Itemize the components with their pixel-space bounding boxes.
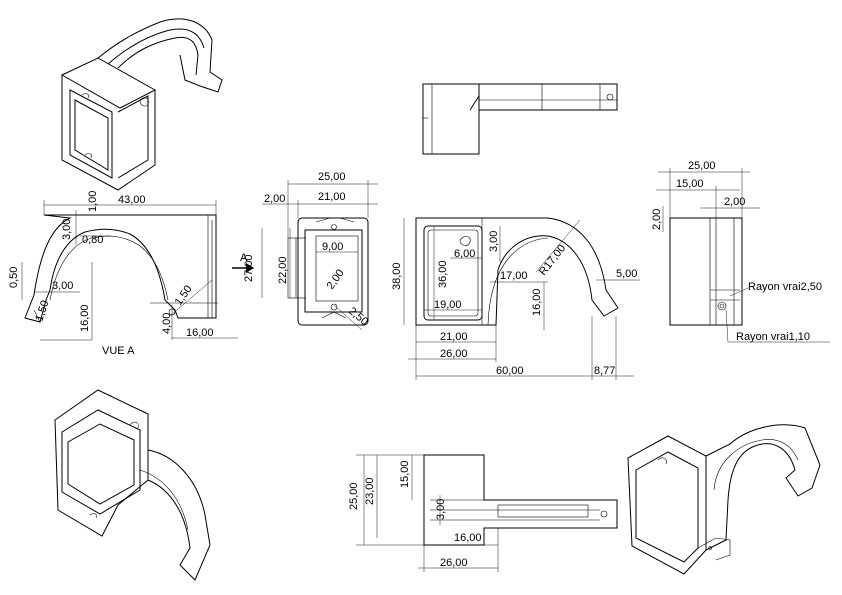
- dim-right-25: 25,00: [688, 160, 716, 172]
- dim-mid-21: 21,00: [318, 191, 346, 203]
- dim-front-r17: R17,00: [537, 242, 568, 277]
- dim-front-60: 60,00: [496, 365, 524, 377]
- top-view: [422, 83, 618, 155]
- dim-front-17: 17,00: [500, 270, 528, 282]
- dim-front-19: 19,00: [434, 299, 462, 311]
- dim-front-16: 16,00: [531, 288, 543, 316]
- dim-3b: 3,00: [52, 280, 73, 292]
- dim-bot-26: 26,00: [440, 557, 468, 569]
- dim-front-877: 8,77: [594, 365, 615, 377]
- vue-a-label: VUE A: [102, 345, 135, 357]
- note-rayon-vrai-2: Rayon vrai1,10: [736, 331, 810, 343]
- dim-front-21: 21,00: [440, 331, 468, 343]
- dim-4: 4,00: [161, 313, 173, 334]
- dim-080: 0,80: [82, 234, 103, 246]
- dim-mid-27: 27,00: [243, 254, 255, 282]
- section-marker-a: A: [240, 252, 248, 264]
- front-view: 38,00 36,00 6,00 3,00 R17,00 17,00 19,00…: [391, 217, 640, 380]
- dim-15: 1,50: [33, 299, 51, 323]
- dim-front-26: 26,00: [440, 348, 468, 360]
- dim-bot-25: 25,00: [348, 482, 360, 510]
- dim-43: 43,00: [118, 194, 146, 206]
- dim-mid-2b: 2,00: [325, 267, 347, 291]
- dim-bot-15: 15,00: [399, 460, 411, 488]
- dim-right-2b: 2,00: [651, 209, 663, 230]
- side-view-vue-a: 43,00 1,00 3,00 0,80 0,50 3,00 1,50 16,0…: [8, 191, 238, 357]
- end-view: 25,00 2,00 21,00 22,00 9,00 27,00 2,00 2…: [243, 171, 378, 331]
- dim-front-3: 3,00: [488, 231, 500, 252]
- dim-front-6: 6,00: [454, 248, 475, 260]
- dim-front-5: 5,00: [616, 268, 637, 280]
- iso-view-bottom-left: [54, 389, 211, 581]
- dim-mid-25: 25,00: [318, 171, 346, 183]
- dim-mid-2: 2,00: [264, 193, 285, 205]
- dim-16b: 16,00: [186, 327, 214, 339]
- iso-view-bottom-right: [627, 424, 821, 575]
- dim-3a: 3,00: [61, 219, 73, 240]
- dim-right-2: 2,00: [724, 196, 745, 208]
- note-rayon-vrai-1: Rayon vrai2,50: [748, 281, 822, 293]
- section-arrow-a: A: [232, 252, 254, 273]
- dim-right-15: 15,00: [676, 178, 704, 190]
- dim-bot-23: 23,00: [364, 477, 376, 505]
- dim-mid-9: 9,00: [322, 241, 343, 253]
- dim-front-38: 38,00: [391, 262, 403, 290]
- dim-1: 1,00: [87, 191, 99, 212]
- dim-mid-22: 22,00: [277, 256, 289, 284]
- dim-16: 16,00: [79, 304, 91, 332]
- right-side-view: 25,00 15,00 2,00 2,00 Rayon vrai2,50 Ray…: [651, 160, 830, 343]
- dim-050: 0,50: [8, 267, 20, 288]
- dim-bot-3: 3,00: [435, 499, 447, 520]
- iso-view-top-left: [61, 18, 223, 191]
- dim-front-36: 36,00: [437, 260, 449, 288]
- bottom-view: 25,00 23,00 15,00 3,00 16,00 26,00: [348, 454, 618, 572]
- dim-bot-16: 16,00: [454, 532, 482, 544]
